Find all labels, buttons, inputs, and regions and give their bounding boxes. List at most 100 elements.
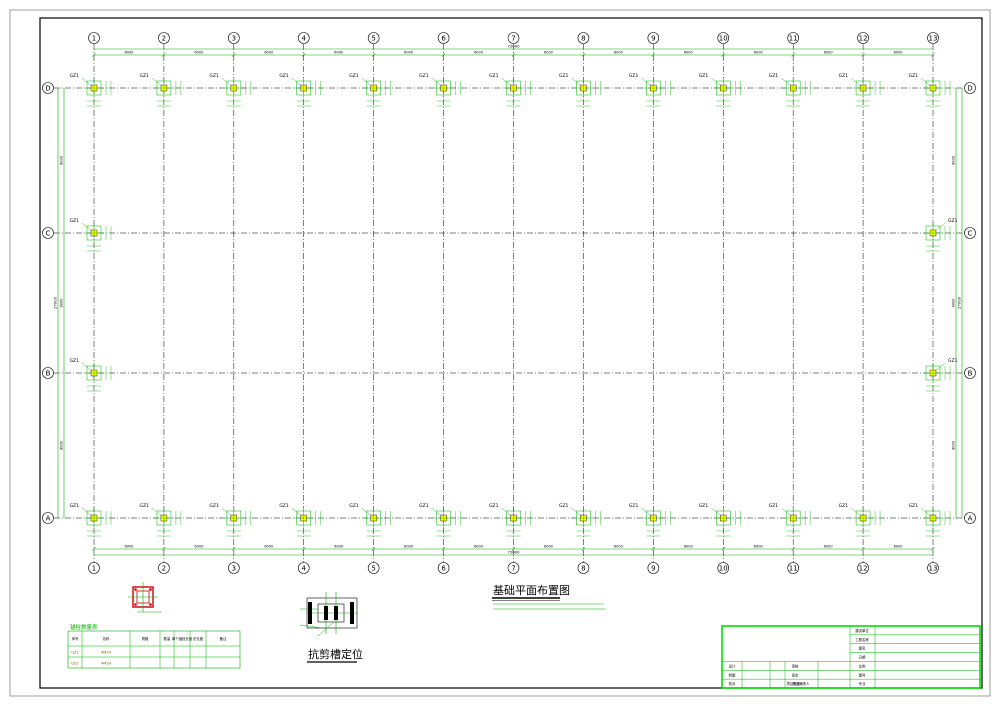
bay-dim-label: 6000 — [124, 51, 133, 55]
grid-bubble-1-top — [88, 32, 100, 44]
dim-tick — [651, 547, 656, 551]
dim-tick — [581, 547, 586, 551]
dim-tick — [92, 547, 96, 551]
bay-dim-label: 6000 — [334, 545, 343, 549]
title-block: 建设单位工程名称图名设计审核制图审定校对项目负责人项目负责人日期比例图号专业 — [721, 625, 981, 689]
anchor-table-header: 规格 — [142, 636, 149, 641]
footing-1-A: GZ1 — [70, 503, 112, 537]
footing-tag: GZ1 — [769, 503, 779, 509]
overall-length-label: 72000 — [507, 550, 520, 555]
grid-label-8: 8 — [581, 565, 585, 573]
grid-bubble-9-top — [647, 32, 660, 44]
grid-bubble-2-top — [158, 32, 170, 44]
footing-tag: GZ1 — [70, 503, 80, 509]
grid-label-6: 6 — [441, 35, 446, 43]
footing-tag: GZ1 — [839, 73, 849, 79]
dim-tick — [861, 53, 865, 57]
grid-bubble-8-top — [577, 32, 590, 44]
grid-bubble-C-left — [42, 227, 54, 239]
dim-tick — [721, 547, 725, 551]
grid-lines — [54, 44, 966, 566]
footing-12-D: GZ1 — [839, 73, 881, 107]
footing-2-A: GZ1 — [139, 503, 182, 537]
dim-tick — [651, 53, 656, 57]
dim-tick — [371, 547, 376, 551]
anchor-table-cell: GZ1 — [71, 651, 79, 655]
grid-bubble-1-bottom — [88, 562, 100, 574]
bay-dim-label: 6000 — [894, 545, 903, 549]
bay-dim-label: 6000 — [334, 51, 343, 55]
bay-dim-label: 6000 — [614, 51, 623, 55]
footing-leader — [291, 507, 302, 517]
bay-dim-label: 6000 — [264, 545, 273, 549]
dim-tick — [162, 53, 166, 57]
bay-dim-label: 6000 — [894, 51, 903, 55]
dim-tick — [931, 547, 935, 551]
anchor-table-header: 总长度 — [193, 636, 204, 641]
footing-tag: GZ1 — [70, 358, 80, 364]
grid-bubble-B-right — [964, 367, 976, 379]
footing-tag: GZ1 — [139, 73, 149, 79]
footing-leader — [151, 507, 163, 517]
grid-label-7: 7 — [511, 565, 515, 573]
footing-tag: GZ1 — [629, 503, 639, 509]
footing-4-A: GZ1 — [279, 503, 321, 537]
bay-dim-label: 6000 — [684, 51, 693, 55]
anchor-table-cell: 4M24 — [101, 662, 112, 666]
footing-5-A: GZ1 — [349, 503, 391, 537]
footing-leader — [81, 222, 93, 232]
title-block-label: 项目负责人 — [787, 681, 805, 686]
grid-bubble-6-top — [437, 32, 450, 44]
footing-10-A: GZ1 — [699, 503, 741, 537]
grid-bubble-10-top — [717, 32, 730, 44]
bay-dim-label: 6000 — [264, 51, 273, 55]
footing-13-C: GZ1 — [923, 218, 958, 252]
footing-tag: GZ1 — [948, 218, 958, 224]
grid-bubble-2-bottom — [158, 562, 170, 574]
bay-dim-label: 6000 — [824, 545, 833, 549]
title-block-label: 比例 — [859, 663, 866, 668]
grid-label-A: A — [968, 515, 973, 523]
bay-dim-label: 6000 — [614, 545, 623, 549]
footing-leader — [781, 507, 792, 517]
footing-tag: GZ1 — [769, 73, 779, 79]
grid-label-12: 12 — [859, 565, 868, 573]
grid-label-2: 2 — [162, 35, 166, 43]
grid-label-1: 1 — [92, 565, 96, 573]
footing-tag: GZ1 — [209, 73, 219, 79]
grid-bubble-3-top — [228, 32, 240, 44]
footing-leader — [850, 507, 862, 517]
footing-8-A: GZ1 — [559, 503, 601, 537]
footing-tag: GZ1 — [699, 73, 709, 79]
row-dim-label: 9000 — [60, 299, 64, 308]
footing-leader — [920, 507, 932, 517]
footing-leader — [221, 77, 232, 87]
bay-dim-label: 6000 — [124, 545, 133, 549]
title-block-label: 制图 — [729, 672, 736, 677]
row-dim-label: 9000 — [60, 441, 64, 450]
grid-bubble-6-bottom — [437, 562, 450, 574]
footing-4-D: GZ1 — [279, 73, 321, 107]
footing-leader — [641, 77, 652, 87]
footing-leader — [920, 77, 932, 87]
anchor-table-header: 备注 — [220, 636, 227, 641]
footing-leader — [571, 507, 582, 517]
dim-tick — [931, 53, 935, 57]
footing-tag: GZ1 — [70, 73, 80, 79]
footing-7-D: GZ1 — [489, 73, 531, 107]
grid-label-13: 13 — [929, 35, 938, 43]
title-block-label: 设计 — [729, 663, 736, 668]
grid-label-B: B — [968, 370, 973, 378]
footing-6-A: GZ1 — [419, 503, 461, 537]
footing-tag: GZ1 — [279, 73, 289, 79]
grid-bubble-D-right — [964, 82, 976, 94]
grid-label-3: 3 — [232, 565, 236, 573]
grid-label-11: 11 — [789, 35, 798, 43]
footing-tag: GZ1 — [489, 503, 499, 509]
grid-bubble-8-bottom — [577, 562, 590, 574]
footing-leader — [81, 507, 93, 517]
grid-bubble-7-top — [507, 32, 520, 44]
title-block-label: 专业 — [859, 681, 866, 686]
grid-label-7: 7 — [511, 35, 515, 43]
